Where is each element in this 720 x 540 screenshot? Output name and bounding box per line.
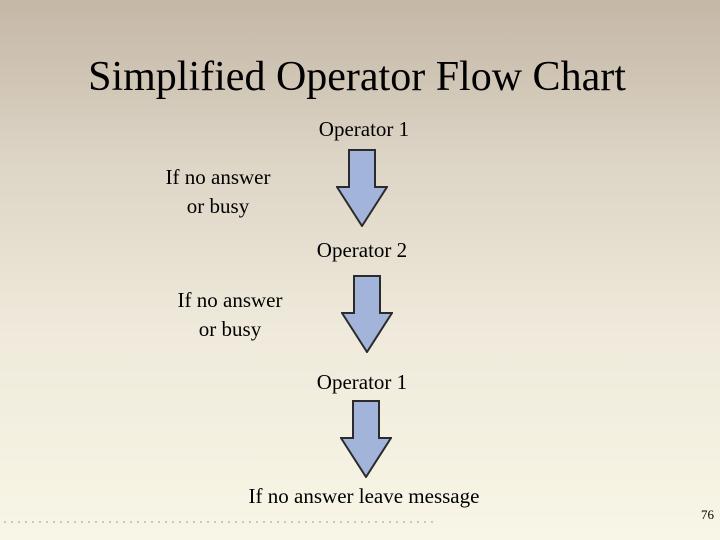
operator-1-label: Operator 1 [318,117,410,141]
condition-line-1: If no answer [177,288,283,312]
condition-line-2: or busy [198,317,262,341]
condition-line-1: If no answer [165,165,271,189]
slide-title: Simplified Operator Flow Chart [88,54,626,100]
footer-dotted-decoration [0,519,440,525]
operator-1-return-label: Operator 1 [316,370,408,394]
no-answer-or-busy-label-2: If no answer or busy [160,286,300,344]
down-arrow-icon [341,275,393,353]
condition-line-2: or busy [186,194,250,218]
page-number: 76 [701,507,714,522]
down-arrow-icon [340,400,392,478]
down-arrow-icon [336,149,388,227]
leave-message-label: If no answer leave message [248,484,480,508]
operator-2-label: Operator 2 [316,238,408,262]
no-answer-or-busy-label-1: If no answer or busy [148,163,288,221]
